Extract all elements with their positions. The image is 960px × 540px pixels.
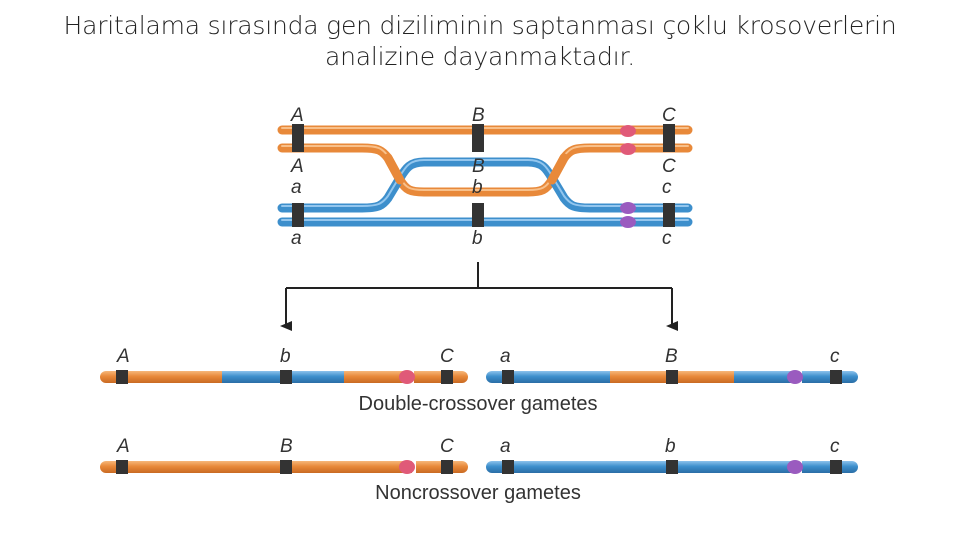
- label-top-c4: c: [662, 228, 672, 249]
- label-dco-A: A: [116, 346, 130, 367]
- label-top-B2: B: [472, 156, 485, 177]
- label-top-b3: b: [472, 177, 483, 198]
- crossover-strand-blue: [277, 157, 693, 213]
- top-gene-bands: [292, 124, 675, 227]
- title-line-1: Haritalama sırasında gen diziliminin sap…: [63, 11, 897, 40]
- label-nco-b: b: [665, 436, 676, 457]
- top-centromeres: [620, 125, 636, 228]
- label-nco-B: B: [280, 436, 293, 457]
- label-top-C1: C: [662, 105, 676, 126]
- caption-double-crossover: Double-crossover gametes: [359, 393, 598, 415]
- branch-arrows: [280, 262, 678, 331]
- label-top-c3: c: [662, 177, 672, 198]
- label-dco-a: a: [500, 346, 511, 367]
- caption-noncrossover: Noncrossover gametes: [375, 482, 581, 504]
- dco-gamete-right: [486, 370, 858, 384]
- label-top-B1: B: [472, 105, 485, 126]
- label-dco-c: c: [830, 346, 840, 367]
- crossover-strand-orange: [277, 143, 693, 197]
- label-top-a3: a: [291, 177, 302, 198]
- crossover-overlap-1: [383, 153, 405, 185]
- label-top-A1: A: [290, 105, 304, 126]
- label-top-a4: a: [291, 228, 302, 249]
- crossover-overlap-2: [547, 153, 569, 185]
- label-top-b4: b: [472, 228, 483, 249]
- label-nco-c: c: [830, 436, 840, 457]
- label-nco-C: C: [440, 436, 454, 457]
- label-top-A2: A: [290, 156, 304, 177]
- label-nco-A: A: [116, 436, 130, 457]
- label-dco-b: b: [280, 346, 291, 367]
- slide-title: Haritalama sırasında gen diziliminin sap…: [0, 10, 960, 72]
- nco-gamete-right: [486, 460, 858, 474]
- title-line-2: analizine dayanmaktadır.: [325, 42, 635, 71]
- label-dco-C: C: [440, 346, 454, 367]
- label-nco-a: a: [500, 436, 511, 457]
- label-dco-B: B: [665, 346, 678, 367]
- label-top-C2: C: [662, 156, 676, 177]
- nco-gamete-left: [100, 460, 468, 474]
- dco-gamete-left: [100, 370, 468, 384]
